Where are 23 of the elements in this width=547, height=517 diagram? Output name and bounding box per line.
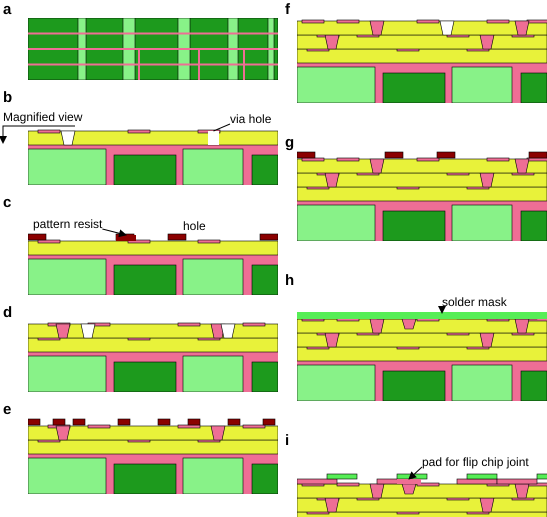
panel-letter: e: [3, 402, 12, 417]
callout-label: solder mask: [442, 296, 507, 309]
leader-line: [102, 228, 127, 238]
panel-letter: b: [3, 90, 12, 105]
leader-line: [213, 124, 230, 132]
panel-letter: d: [3, 305, 12, 320]
panel-letter: c: [3, 195, 12, 210]
layer-feature: [297, 313, 547, 319]
panel-letter: i: [285, 433, 290, 448]
leader-line: [438, 306, 446, 314]
layer-feature: [208, 131, 219, 145]
panel-letter: f: [285, 2, 290, 17]
layer-feature: [397, 479, 421, 484]
view-label: Magnified view: [3, 111, 82, 124]
panel-letter: h: [285, 273, 294, 288]
leader-line: [408, 466, 422, 480]
callout-label: via hole: [230, 113, 272, 126]
layer-feature: [116, 235, 136, 241]
callout-label: pattern resist: [33, 218, 102, 231]
panel-letter: g: [285, 135, 294, 150]
panel-letter: a: [3, 2, 12, 17]
callout-label: pad for flip chip joint: [422, 456, 529, 469]
callout-label: hole: [183, 220, 206, 233]
